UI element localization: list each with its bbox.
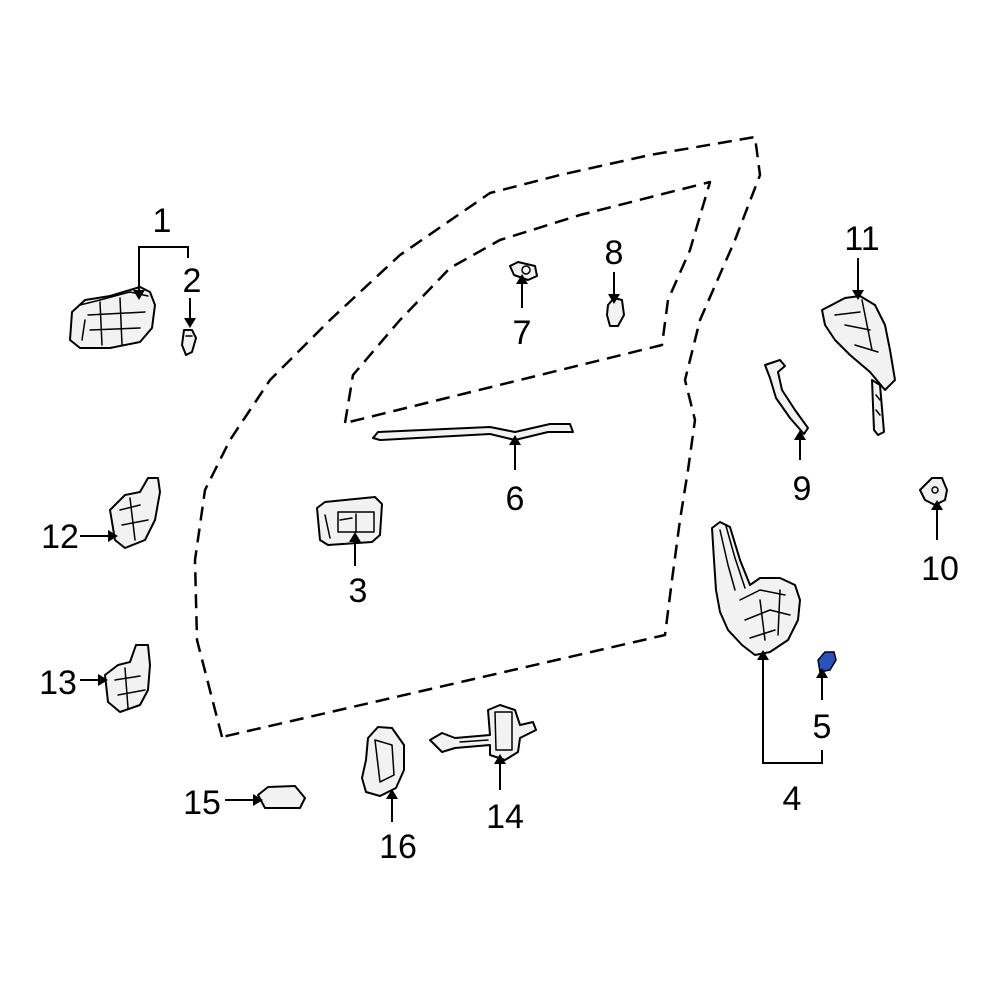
stopper-icon[interactable] — [257, 785, 306, 809]
callout-2: 2 — [183, 262, 202, 300]
door-outline — [193, 135, 762, 739]
callout-1: 1 — [153, 202, 172, 240]
outside-handle-icon[interactable] — [69, 286, 156, 349]
handle-clip-icon[interactable] — [181, 329, 197, 356]
leader-lines — [80, 246, 938, 822]
striker-icon[interactable] — [919, 477, 948, 506]
door-lock-assembly-icon[interactable] — [711, 521, 801, 656]
door-check-icon[interactable] — [429, 704, 537, 761]
callout-12: 12 — [41, 518, 79, 556]
callout-15: 15 — [183, 784, 221, 822]
callout-5: 5 — [813, 708, 832, 746]
callout-6: 6 — [506, 480, 525, 518]
callout-11: 11 — [844, 220, 879, 258]
inside-handle-icon[interactable] — [316, 496, 383, 546]
callout-13: 13 — [39, 664, 77, 702]
bumper-icon[interactable] — [361, 726, 405, 797]
lower-hinge-icon[interactable] — [104, 644, 151, 713]
callout-14: 14 — [486, 798, 524, 836]
callout-9: 9 — [793, 470, 812, 508]
rod-holder-icon[interactable] — [606, 297, 625, 327]
callout-16: 16 — [379, 828, 417, 866]
rod-clip-icon[interactable] — [509, 261, 538, 281]
control-rod-icon[interactable] — [372, 423, 574, 441]
lock-rod-icon[interactable] — [764, 359, 809, 435]
lock-clip-icon[interactable] — [817, 651, 837, 673]
callout-8: 8 — [605, 234, 624, 272]
upper-hinge-icon[interactable] — [109, 477, 161, 549]
lock-cylinder-key-icon[interactable] — [821, 295, 896, 436]
callout-7: 7 — [513, 314, 532, 352]
callout-10: 10 — [921, 550, 959, 588]
callout-4: 4 — [783, 780, 802, 818]
arrowheads — [98, 274, 943, 806]
callout-3: 3 — [349, 572, 368, 610]
callout-labels: 1 2 3 4 5 6 7 8 9 10 11 12 13 14 15 16 — [39, 202, 959, 866]
